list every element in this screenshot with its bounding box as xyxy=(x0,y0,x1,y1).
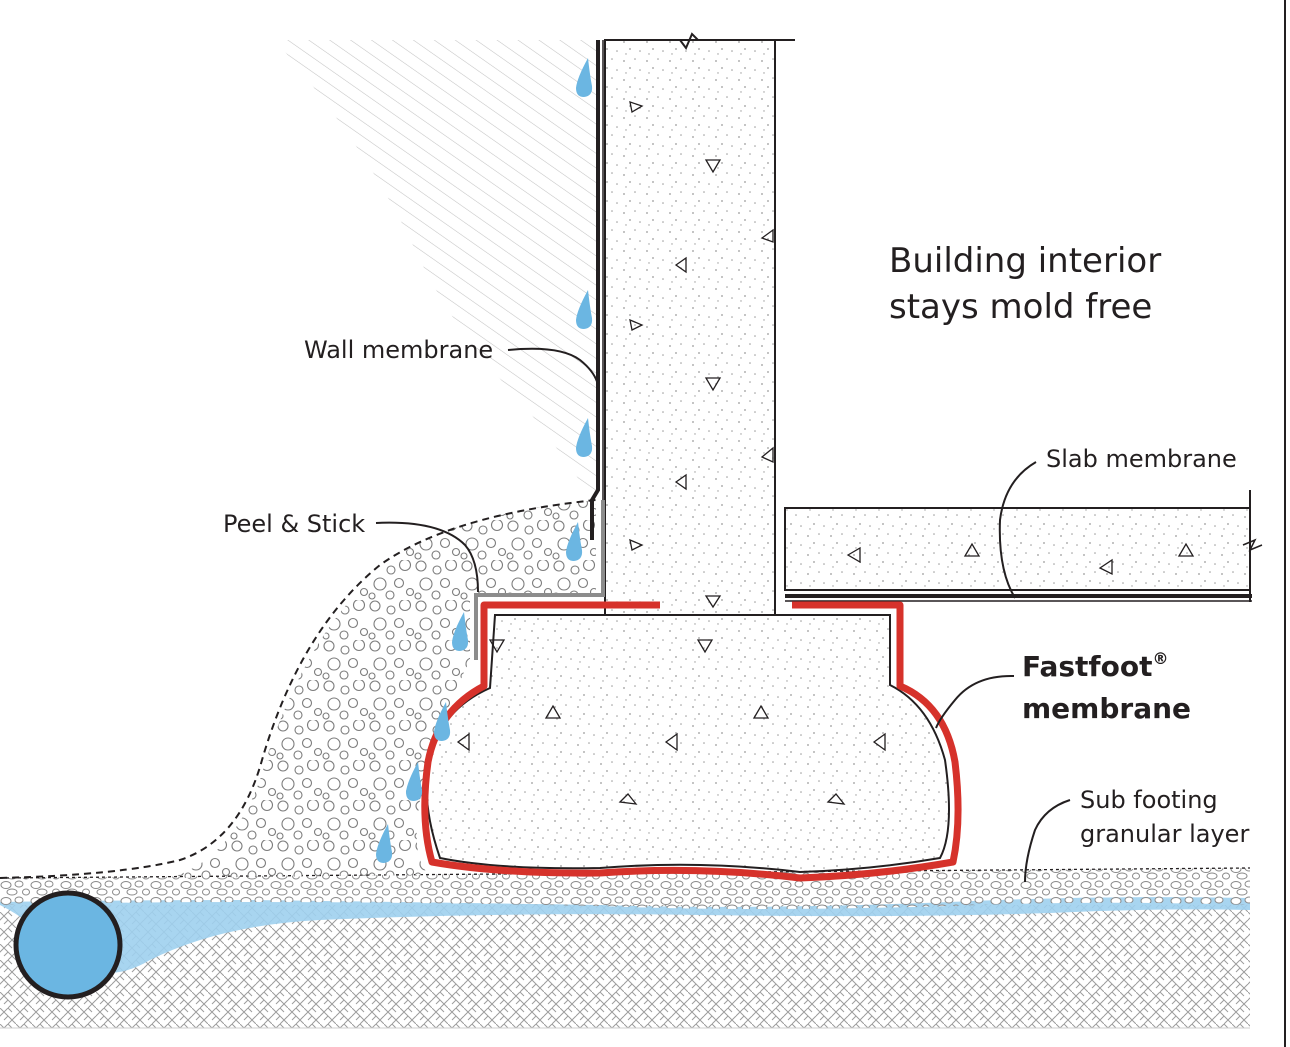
wall-membrane xyxy=(590,40,600,540)
peel-and-stick-leader xyxy=(375,521,479,593)
aggregate-triangle-icon xyxy=(846,546,861,564)
aggregate-triangle-icon xyxy=(704,159,722,174)
aggregate-triangle-icon xyxy=(618,793,638,805)
aggregate-triangle-icon xyxy=(752,704,770,719)
backfill-dashed-outline xyxy=(0,499,597,879)
aggregate-triangle-icon xyxy=(760,228,774,243)
fastfoot-registered-mark: ® xyxy=(1152,649,1168,668)
footing xyxy=(425,614,950,874)
sub-footing-leader xyxy=(1024,799,1071,883)
aggregate-triangle-icon xyxy=(1098,558,1113,576)
native-soil xyxy=(0,905,1250,1028)
foundation-wall xyxy=(604,39,776,616)
wall-membrane-label: Wall membrane xyxy=(304,336,493,364)
fastfoot-membrane xyxy=(421,601,962,882)
wall-break-line xyxy=(605,32,795,50)
aggregate-triangle-icons xyxy=(456,101,1195,805)
aggregate-triangle-icon xyxy=(674,473,687,491)
peel-and-stick-label: Peel & Stick xyxy=(223,510,365,538)
slab-membrane-leader xyxy=(998,461,1037,599)
aggregate-triangle-icon xyxy=(544,704,562,719)
wall-membrane-leader xyxy=(507,347,599,386)
floor-slab xyxy=(784,507,1251,591)
sub-footing-granular-layer xyxy=(0,868,1250,909)
aggregate-triangle-icon xyxy=(704,595,722,609)
slab-membrane-label: Slab membrane xyxy=(1046,445,1237,473)
peel-and-stick-membrane xyxy=(474,500,605,660)
aggregate-triangle-icon xyxy=(488,639,506,654)
aggregate-triangle-icon xyxy=(760,446,774,464)
sub-footing-label-line1: Sub footing xyxy=(1080,786,1218,814)
building-interior-label-line1: Building interior xyxy=(889,241,1161,281)
building-interior-label-line2: stays mold free xyxy=(889,287,1152,327)
aggregate-triangle-icon xyxy=(696,639,714,654)
fastfoot-label-line1: Fastfoot® xyxy=(1022,649,1168,683)
aggregate-triangle-icon xyxy=(674,256,687,274)
fastfoot-membrane-leader xyxy=(935,674,1015,729)
aggregate-triangle-icon xyxy=(629,318,644,331)
fastfoot-label-line2: membrane xyxy=(1022,692,1191,725)
aggregate-triangle-icon xyxy=(963,542,981,557)
aggregate-triangle-icon xyxy=(456,732,470,752)
aggregate-triangle-icon xyxy=(826,793,846,805)
drain-pipe-icon xyxy=(13,890,123,1000)
aggregate-triangle-icon xyxy=(664,732,678,752)
retained-soil xyxy=(275,40,596,505)
fastfoot-name: Fastfoot xyxy=(1022,650,1152,683)
aggregate-triangle-icon xyxy=(629,538,644,551)
water-table xyxy=(0,897,1250,973)
sub-footing-label-line2: granular layer xyxy=(1080,820,1249,848)
aggregate-triangle-icon xyxy=(704,377,722,392)
aggregate-triangle-icon xyxy=(1177,542,1195,557)
aggregate-triangle-icon xyxy=(872,732,886,752)
aggregate-triangle-icon xyxy=(629,101,644,114)
